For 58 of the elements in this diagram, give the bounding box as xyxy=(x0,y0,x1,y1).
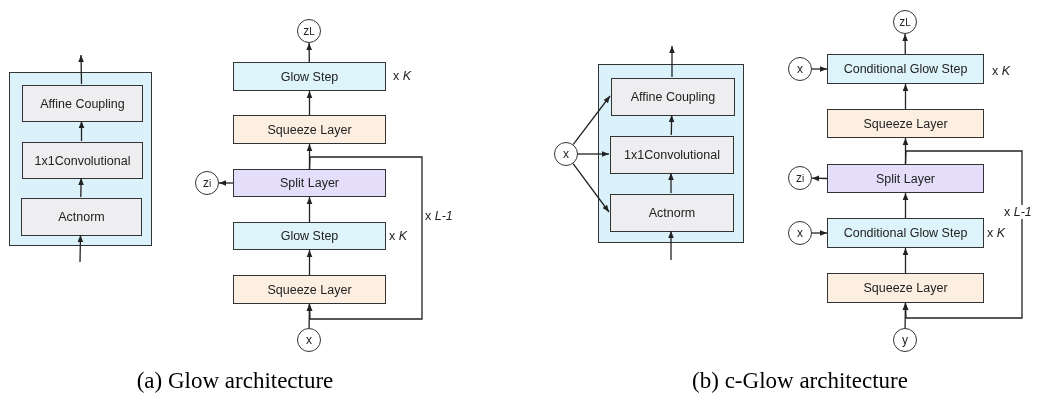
arrow xyxy=(77,234,84,263)
repeat-label: x K xyxy=(987,226,1006,240)
arrow xyxy=(78,177,84,198)
edge-label: x L-1 xyxy=(425,209,453,223)
layer-box: Glow Step xyxy=(233,222,386,250)
edge-label: x L-1 xyxy=(1004,205,1032,219)
arrow xyxy=(902,192,909,219)
repeat-label: x K xyxy=(393,69,412,83)
arrow xyxy=(811,230,828,236)
layer-box: Squeeze Layer xyxy=(233,275,386,304)
layer-box: Glow Step xyxy=(233,62,386,91)
layer-box: Squeeze Layer xyxy=(827,109,984,138)
arrow xyxy=(306,249,313,276)
layer-box: Affine Coupling xyxy=(611,78,735,116)
arrow xyxy=(577,151,610,157)
container-box xyxy=(9,72,152,246)
caption: (a) Glow architecture xyxy=(136,368,334,394)
layer-box: Actnorm xyxy=(610,194,734,232)
layer-box: Split Layer xyxy=(233,169,386,197)
arrow xyxy=(669,45,675,78)
layer-box: Actnorm xyxy=(21,198,142,236)
layer-box: Affine Coupling xyxy=(22,85,143,122)
arrow xyxy=(902,150,1023,319)
container-box xyxy=(598,64,744,243)
arrow xyxy=(902,247,909,274)
variable-circle: x xyxy=(297,328,321,352)
arrow xyxy=(218,180,234,186)
arrow xyxy=(811,66,828,72)
arrow xyxy=(902,302,909,329)
arrow xyxy=(668,114,675,136)
arrow xyxy=(572,162,610,213)
variable-circle: x xyxy=(788,57,812,81)
arrow xyxy=(668,172,674,194)
repeat-label: x K xyxy=(992,64,1011,78)
layer-box: 1x1Convolutional xyxy=(22,142,143,179)
arrow xyxy=(306,303,313,329)
repeat-label: x K xyxy=(389,229,408,243)
arrow xyxy=(572,95,611,146)
arrow xyxy=(306,156,423,320)
arrow xyxy=(902,33,908,55)
arrow xyxy=(78,120,85,142)
variable-circle: y xyxy=(893,328,917,352)
arrow xyxy=(902,83,909,110)
arrow xyxy=(668,230,674,261)
layer-box: Conditional Glow Step xyxy=(827,54,984,84)
layer-box: Squeeze Layer xyxy=(233,115,386,144)
variable-circle: x xyxy=(554,142,578,166)
variable-circle: x xyxy=(788,221,812,245)
layer-box: 1x1Convolutional xyxy=(610,136,734,174)
arrow xyxy=(306,42,312,63)
arrow xyxy=(811,175,828,182)
arrow xyxy=(78,54,84,85)
arrow xyxy=(306,90,313,116)
layer-box: Squeeze Layer xyxy=(827,273,984,303)
caption: (b) c-Glow architecture xyxy=(692,368,908,394)
layer-box: Split Layer xyxy=(827,164,984,193)
arrow xyxy=(306,196,313,223)
layer-box: Conditional Glow Step xyxy=(827,218,984,248)
